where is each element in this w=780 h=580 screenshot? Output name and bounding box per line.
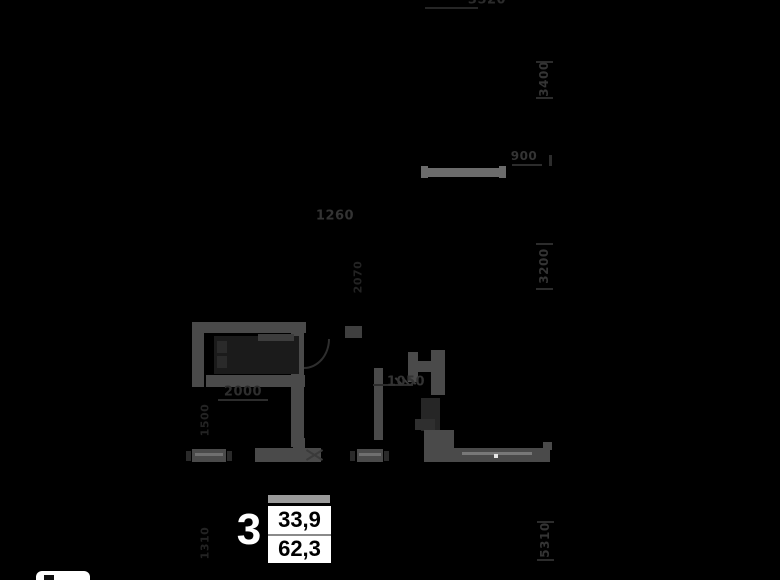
bed-shelf	[258, 334, 294, 341]
tick-3400-top	[536, 61, 553, 63]
dim-1050: 1050	[386, 374, 426, 390]
pillow-top	[217, 341, 227, 353]
dim-3520: 3520	[467, 0, 507, 8]
bedroom-top-wall	[192, 322, 306, 333]
dim-2000: 2000	[223, 384, 263, 400]
tick-3200-top	[536, 243, 553, 245]
end-cap-mid-a	[350, 451, 355, 461]
dim-1050-line	[373, 384, 413, 386]
area-info-box: 33,9 62,3	[265, 503, 334, 566]
end-cap-mid-b	[384, 451, 389, 461]
bedroom-left-wall	[192, 333, 204, 387]
tick-900-right	[549, 155, 552, 166]
watermark-mark	[44, 575, 54, 580]
dim-1310: 1310	[198, 526, 212, 560]
plant	[415, 419, 435, 430]
bottom-right-step	[543, 442, 552, 450]
dim-5310: 5310	[538, 522, 552, 558]
dim-900-line	[512, 164, 542, 166]
bottom-wall-mid	[255, 448, 321, 462]
area-box-shadow	[268, 495, 330, 503]
dim-3200: 3200	[537, 248, 551, 284]
window-line-right	[462, 452, 532, 455]
dim-900: 900	[510, 149, 538, 163]
watermark-logo	[36, 571, 90, 580]
door-lintel	[415, 361, 435, 372]
dim-3400: 3400	[537, 61, 551, 97]
tick-3200-bottom	[536, 288, 553, 290]
tick-3400-bottom	[536, 97, 553, 99]
door-jamb-left	[408, 352, 418, 382]
dim-1260: 1260	[315, 208, 355, 224]
top-wall-stub-right	[345, 326, 362, 338]
top-dim-line	[425, 7, 478, 9]
window-line-left	[195, 453, 223, 456]
window-dot	[494, 454, 498, 458]
bottom-wall-right	[424, 448, 550, 462]
dim-2000-line	[218, 399, 268, 401]
total-area-value: 62,3	[268, 533, 331, 564]
bed	[214, 336, 299, 374]
end-cap-left-b	[227, 451, 232, 461]
bottom-right-block	[424, 430, 454, 450]
tick-5310-bottom	[537, 559, 554, 561]
door-jamb-right	[431, 350, 445, 395]
bath-wall-vertical	[374, 368, 383, 440]
dim-1500: 1500	[198, 403, 212, 437]
tick-5310-top	[537, 521, 554, 523]
living-area-value: 33,9	[278, 506, 321, 532]
wall-stub-mid	[293, 438, 305, 450]
dim-2070: 2070	[351, 260, 365, 294]
rooms-count-label: 3	[236, 505, 262, 554]
window-line-mid	[359, 453, 381, 456]
bedroom-bottom-wall	[206, 375, 305, 387]
balcony-rail-cap-right	[499, 166, 506, 178]
balcony-rail	[424, 168, 503, 177]
end-cap-left-a	[186, 451, 191, 461]
pillow-bottom	[217, 356, 227, 368]
